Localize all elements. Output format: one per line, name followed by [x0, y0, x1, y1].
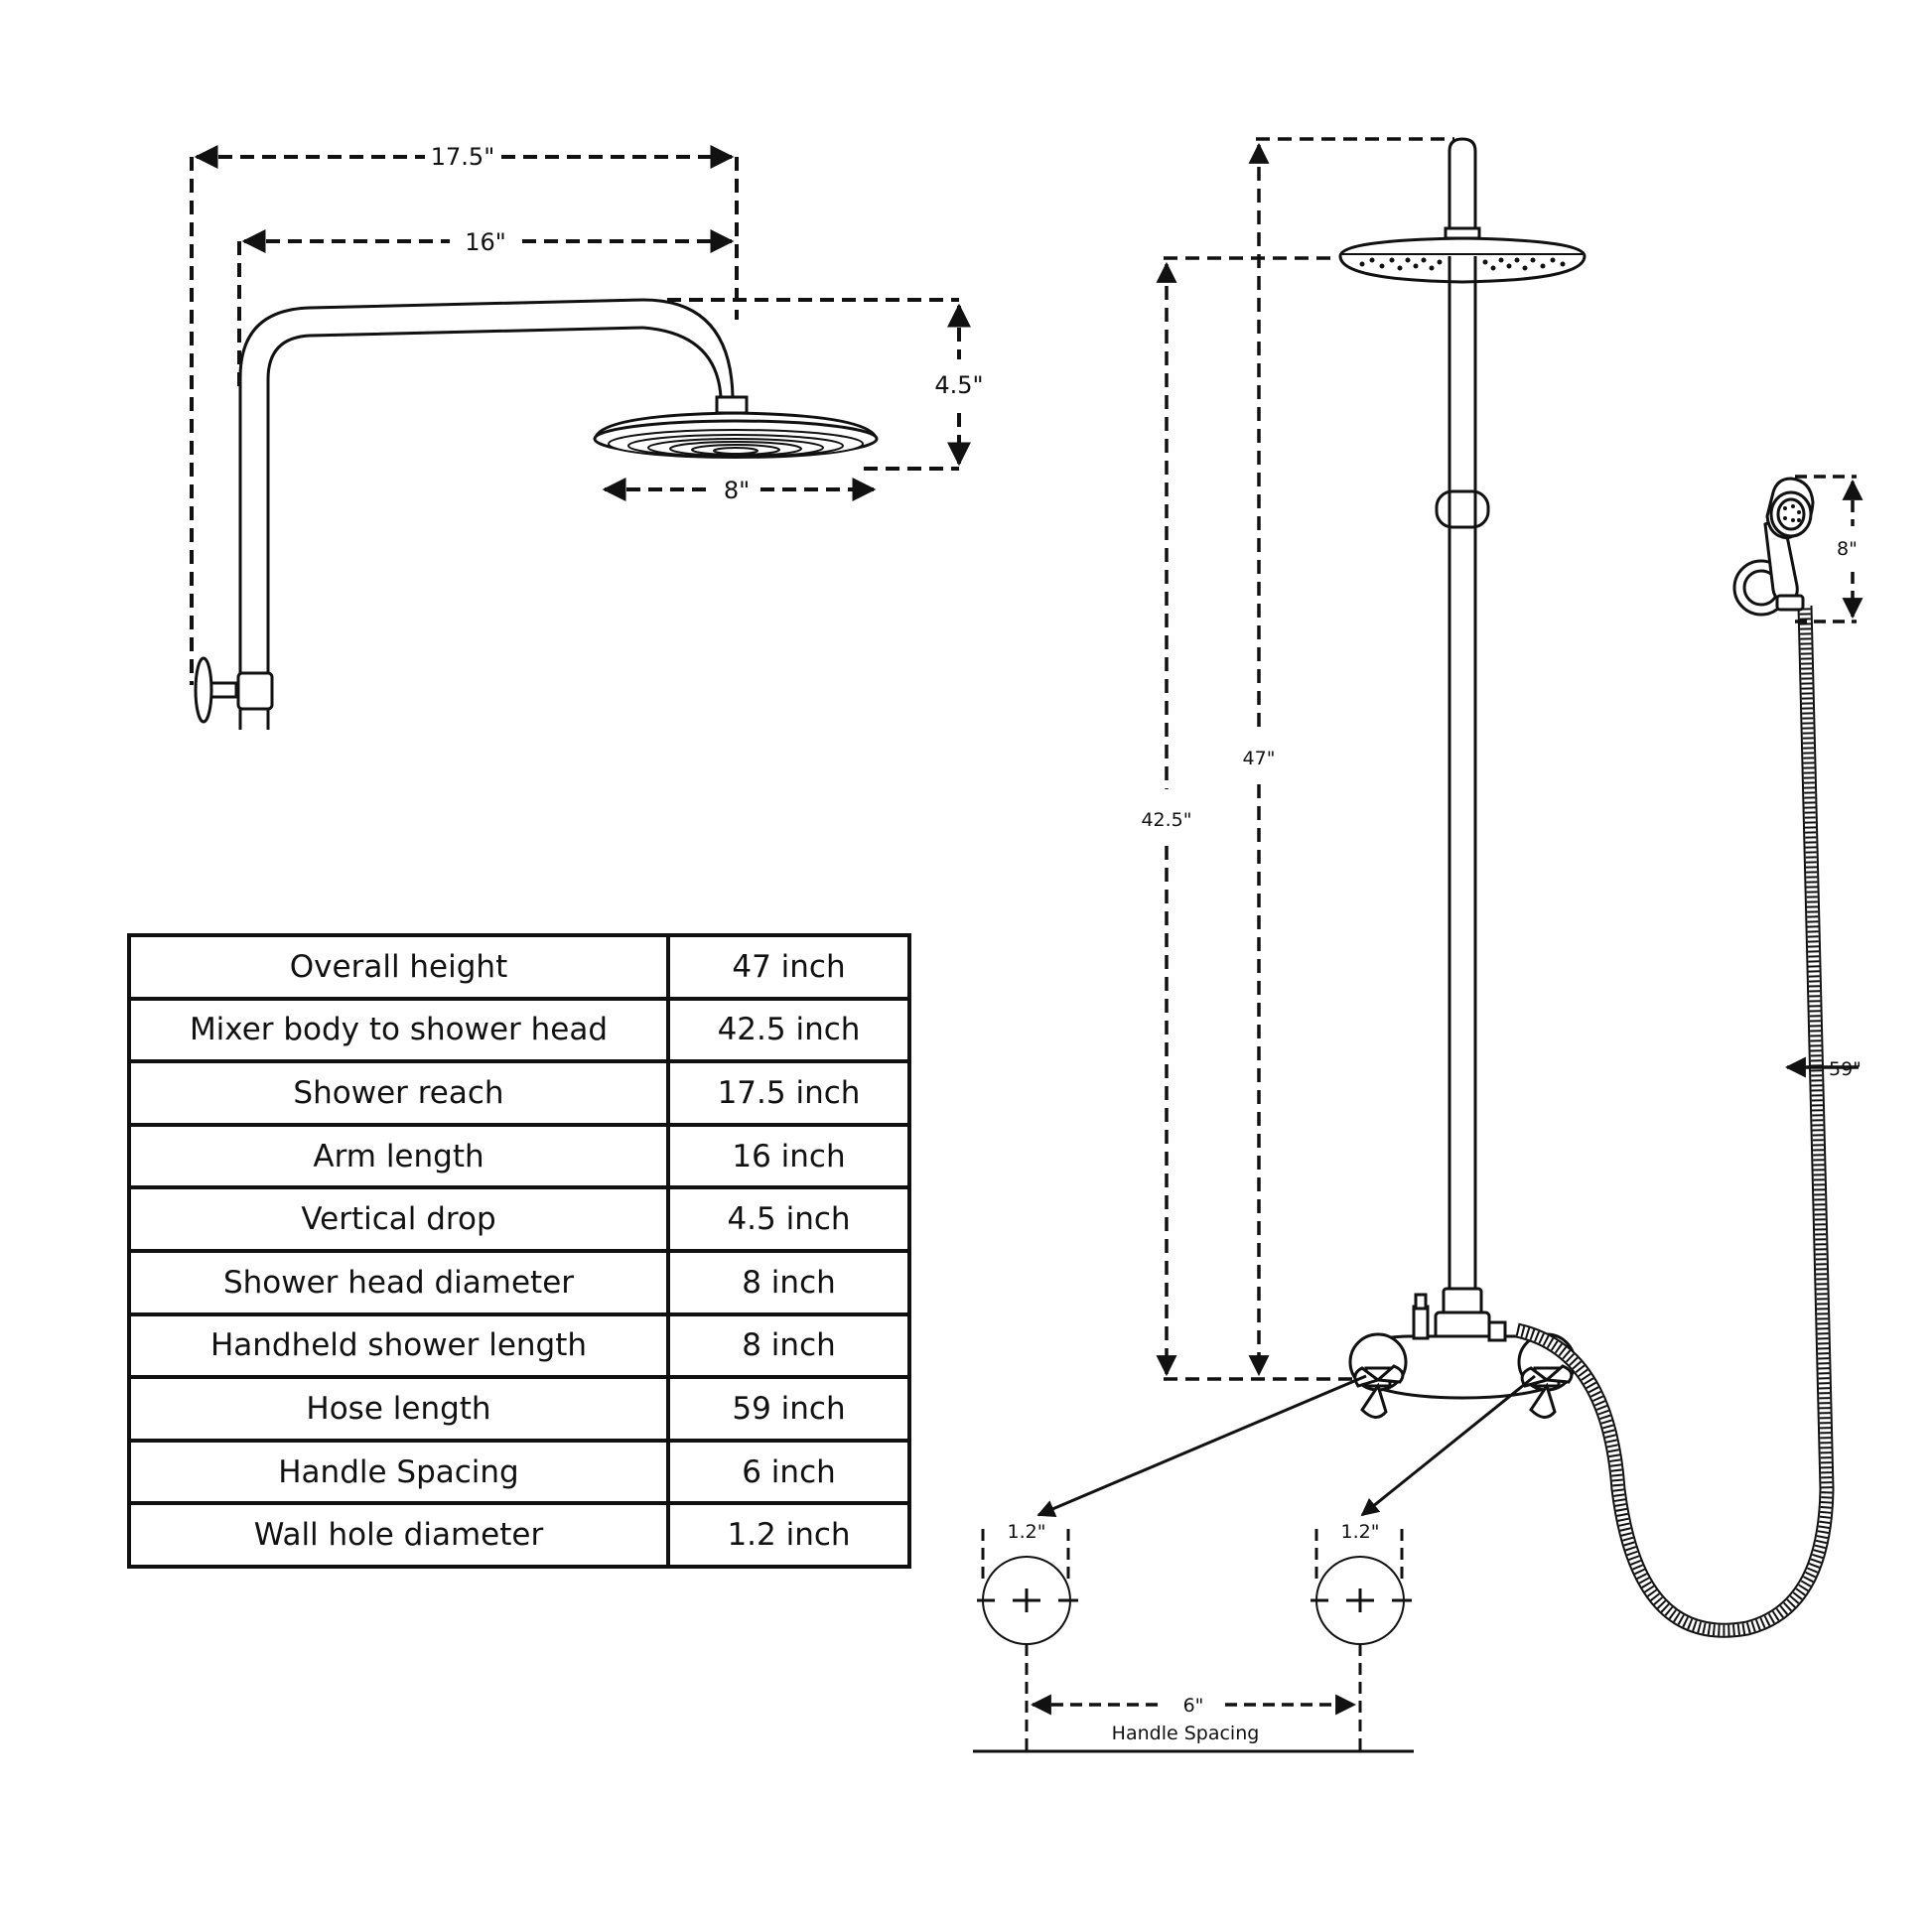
arm-length-dimension [237, 229, 735, 389]
shower-reach-label: 17.5" [431, 143, 494, 171]
right-hole-diameter-label: 1.2" [1341, 1521, 1380, 1543]
handheld-shower [1732, 477, 1815, 617]
spec-value: 4.5 inch [666, 1185, 911, 1253]
mixer-to-head-label: 42.5" [1141, 809, 1191, 831]
spec-value: 6 inch [666, 1438, 911, 1506]
left-handle[interactable] [1348, 1332, 1408, 1419]
spec-value: 47 inch [666, 933, 911, 1001]
hose-length-label: 59" [1829, 1058, 1862, 1080]
left-hole-pointer [1036, 1374, 1367, 1517]
overall-height-dimension [1164, 137, 1454, 1381]
right-hole-pointer [1360, 1374, 1536, 1517]
mixer-body [1360, 1287, 1566, 1400]
spec-label: Vertical drop [127, 1185, 670, 1253]
vertical-drop-dimension [667, 298, 971, 471]
spec-value: 1.2 inch [666, 1501, 911, 1569]
spec-label: Wall hole diameter [127, 1501, 670, 1569]
nozzle-pattern [1359, 257, 1566, 271]
head-connector [715, 395, 749, 415]
rain-shower-head [1338, 236, 1587, 284]
shower-arm-detail: 17.5" 16" [190, 143, 984, 730]
wall-flange [194, 656, 274, 724]
spec-value: 8 inch [666, 1311, 911, 1380]
spec-label: Hose length [127, 1375, 670, 1443]
left-wall-hole [977, 1529, 1078, 1751]
riser-pipe [1448, 137, 1477, 1289]
shower-system-view: 47" 42.5" [973, 137, 1863, 1753]
head-diameter-label: 8" [724, 477, 750, 504]
overall-height-label: 47" [1243, 748, 1276, 769]
spec-value: 42.5 inch [666, 996, 911, 1064]
spec-label: Overall height [127, 933, 670, 1001]
spec-value: 17.5 inch [666, 1059, 911, 1127]
arm-length-label: 16" [465, 228, 506, 256]
spec-value: 8 inch [666, 1248, 911, 1316]
spec-label: Handle Spacing [127, 1438, 670, 1506]
shower-head-side-view [593, 411, 879, 459]
spec-label: Mixer body to shower head [127, 996, 670, 1064]
spec-label: Arm length [127, 1122, 670, 1190]
shower-arm [238, 298, 735, 730]
handheld-length-dimension [1795, 475, 1863, 623]
spec-label: Shower head diameter [127, 1248, 670, 1316]
spec-label: Handheld shower length [127, 1311, 670, 1380]
shower-reach-dimension [190, 145, 739, 685]
handle-spacing-caption: Handle Spacing [1112, 1723, 1260, 1744]
riser-bracket [1435, 489, 1490, 529]
right-wall-hole [1311, 1529, 1412, 1751]
left-hole-diameter-label: 1.2" [1008, 1521, 1046, 1543]
handheld-length-label: 8" [1837, 538, 1858, 560]
mixer-to-head-dimension [1156, 256, 1338, 1377]
spec-label: Shower reach [127, 1059, 670, 1127]
shower-hose [1515, 605, 1835, 1638]
spec-value: 16 inch [666, 1122, 911, 1190]
vertical-drop-label: 4.5" [934, 371, 983, 399]
spec-value: 59 inch [666, 1375, 911, 1443]
handle-spacing-value: 6" [1183, 1695, 1204, 1717]
